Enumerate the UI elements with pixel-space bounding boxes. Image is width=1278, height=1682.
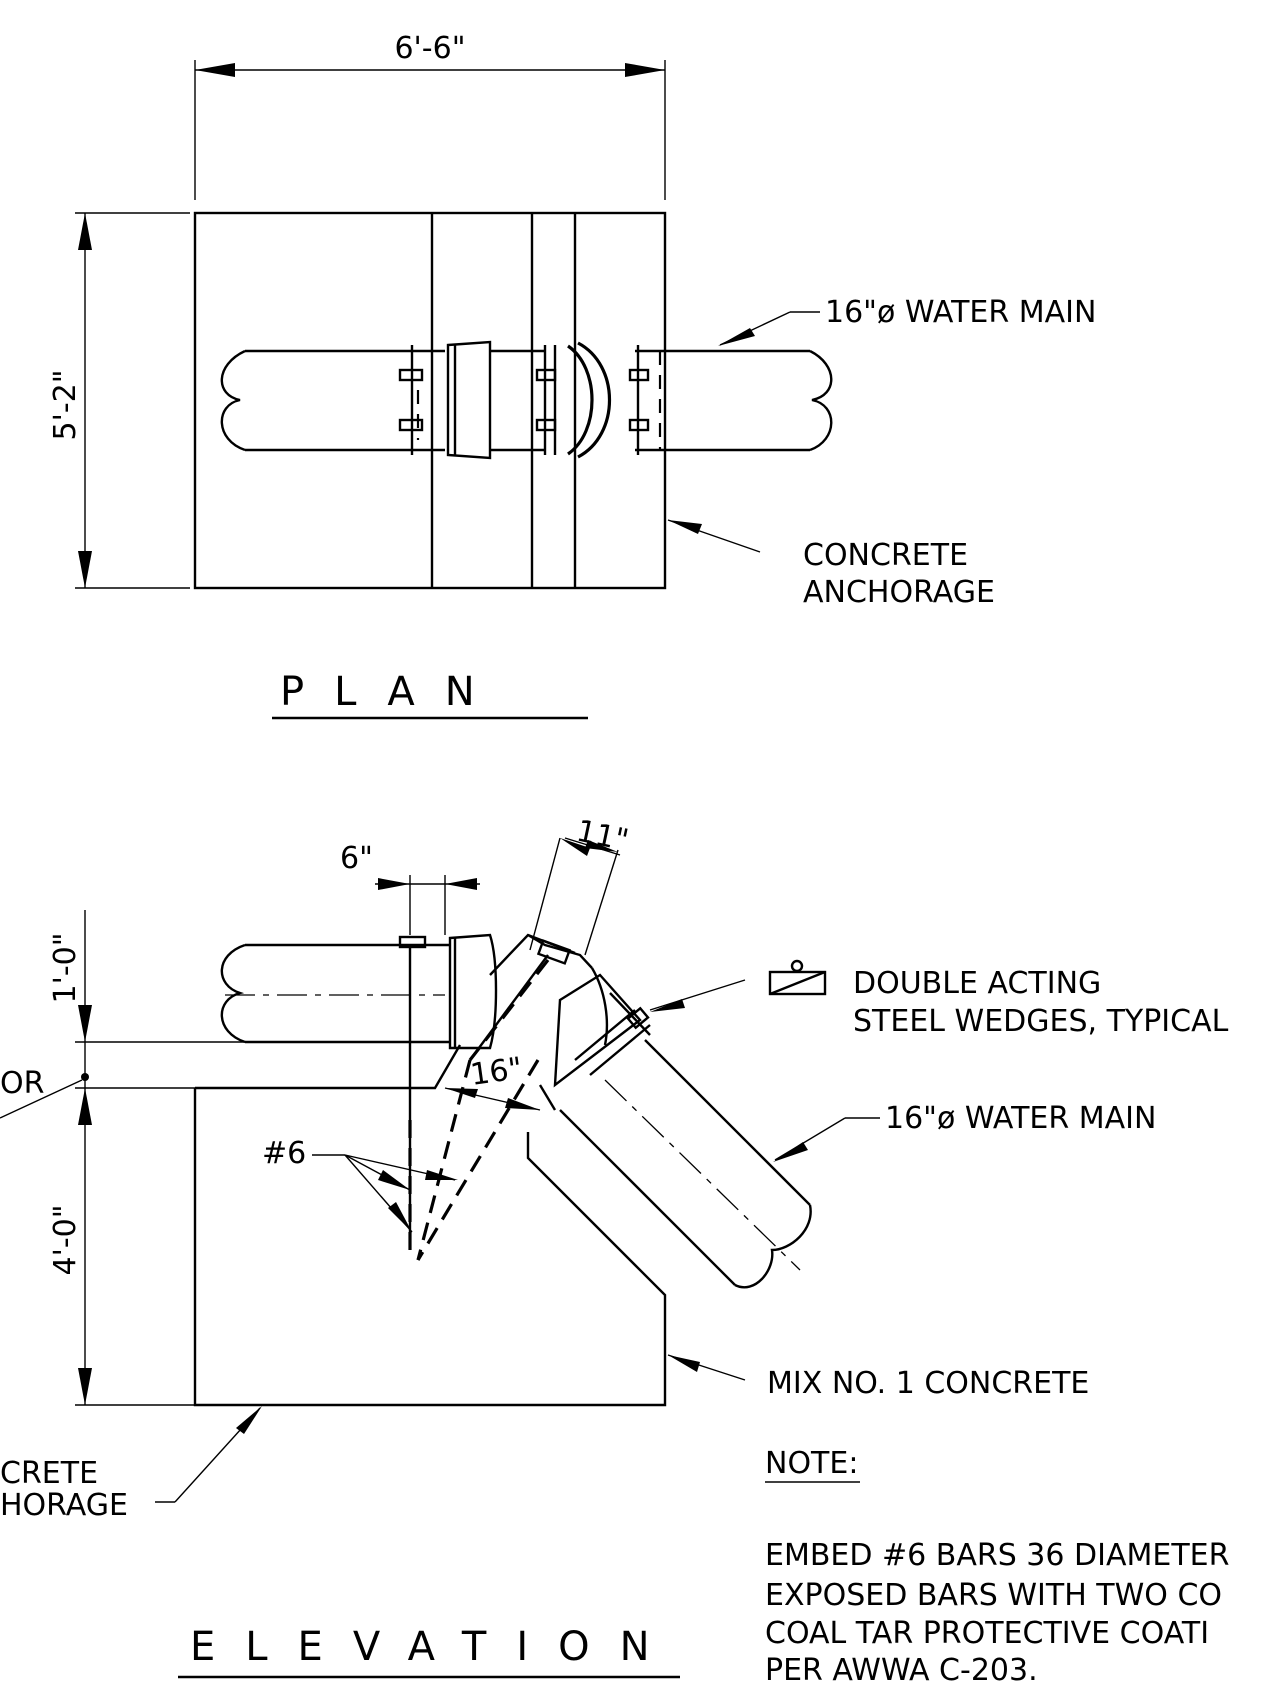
elevation-bar-label: #6: [262, 1136, 306, 1171]
note-line-4: PER AWWA C-203.: [765, 1653, 1038, 1682]
elevation-anchorage-label-2: HORAGE: [0, 1488, 128, 1523]
elevation-water-main-leader-arrow: [773, 1142, 808, 1162]
plan-title: PLAN: [280, 669, 505, 715]
elevation-wedge-leader: [649, 979, 746, 1011]
elevation-anchorage-label-1: CRETE: [0, 1456, 98, 1491]
wedge-icon: [768, 959, 827, 996]
elevation-4ft-arrow-top: [78, 1088, 92, 1125]
elevation-6in-arrow-right: [445, 878, 477, 890]
plan-height-arrow-top: [78, 213, 92, 250]
note-heading: NOTE:: [765, 1446, 858, 1481]
plan-water-main-leader-arrow: [718, 328, 755, 346]
elevation-view: 6" 11" 1'-0" 4'-0" OR: [0, 814, 1229, 1679]
elevation-concrete-leader-arrow: [668, 1355, 700, 1372]
elevation-bar-arrow-3: [425, 1170, 458, 1180]
plan-anchorage-label-1: CONCRETE: [803, 538, 968, 573]
plan-anchorage-label-2: ANCHORAGE: [803, 575, 995, 610]
note-line-3: COAL TAR PROTECTIVE COATI: [765, 1616, 1209, 1651]
elevation-bar-arrow-2: [388, 1202, 412, 1232]
elevation-horizontal-water-main: [220, 933, 498, 1250]
elevation-1ft-dimension: 1'-0": [48, 932, 83, 1003]
note-line-1: EMBED #6 BARS 36 DIAMETER: [765, 1538, 1229, 1573]
elevation-number-6-bars: [408, 959, 550, 1261]
elevation-inclined-water-main: [559, 1006, 812, 1289]
elevation-11in-arrow-right: [585, 840, 618, 852]
plan-anchorage-leader-arrow: [668, 520, 702, 534]
elevation-wedge-label-1: DOUBLE ACTING: [853, 966, 1101, 1001]
note-line-2: EXPOSED BARS WITH TWO CO: [765, 1578, 1222, 1613]
elevation-6in-dimension: 6": [340, 841, 373, 876]
plan-width-arrow-right: [625, 63, 665, 77]
elevation-16in-dimension: 16": [468, 1051, 524, 1093]
plan-view: 6'-6" 5'-2": [48, 31, 1096, 720]
plan-width-arrow-left: [195, 63, 235, 77]
elevation-anchorage-leader-arrow: [236, 1406, 262, 1434]
plan-height-arrow-bottom: [78, 551, 92, 588]
elevation-1ft-arrow: [78, 1005, 92, 1042]
elevation-4ft-arrow-bottom: [78, 1368, 92, 1405]
elevation-bar-arrow-1: [378, 1170, 410, 1190]
elevation-water-main-label: 16"ø WATER MAIN: [885, 1101, 1156, 1136]
elevation-6in-arrow-left: [378, 878, 410, 890]
plan-height-dimension: 5'-2": [48, 369, 83, 440]
elevation-title: ELEVATION: [190, 1624, 680, 1670]
elevation-11in-arrow-left: [560, 838, 590, 856]
elevation-concrete-block: [193, 1044, 667, 1407]
elevation-wedge-leader-arrow: [650, 999, 685, 1012]
elevation-reference-point: [81, 1073, 89, 1081]
elevation-4ft-dimension: 4'-0": [48, 1204, 83, 1275]
elevation-16in-arrow-left: [445, 1088, 478, 1098]
plan-water-main: [220, 340, 833, 460]
elevation-left-label-partial: OR: [0, 1066, 44, 1101]
plan-water-main-label: 16"ø WATER MAIN: [825, 295, 1096, 330]
elevation-wedge-label-2: STEEL WEDGES, TYPICAL: [853, 1004, 1229, 1039]
plan-width-dimension: 6'-6": [394, 31, 465, 66]
elevation-left-leader: [0, 1079, 83, 1119]
elevation-16in-arrow-right: [505, 1098, 540, 1110]
plan-anchorage-block: [193, 211, 667, 590]
elevation-concrete-label: MIX NO. 1 CONCRETE: [767, 1366, 1089, 1401]
note-block: NOTE: EMBED #6 BARS 36 DIAMETER EXPOSED …: [765, 1446, 1229, 1682]
